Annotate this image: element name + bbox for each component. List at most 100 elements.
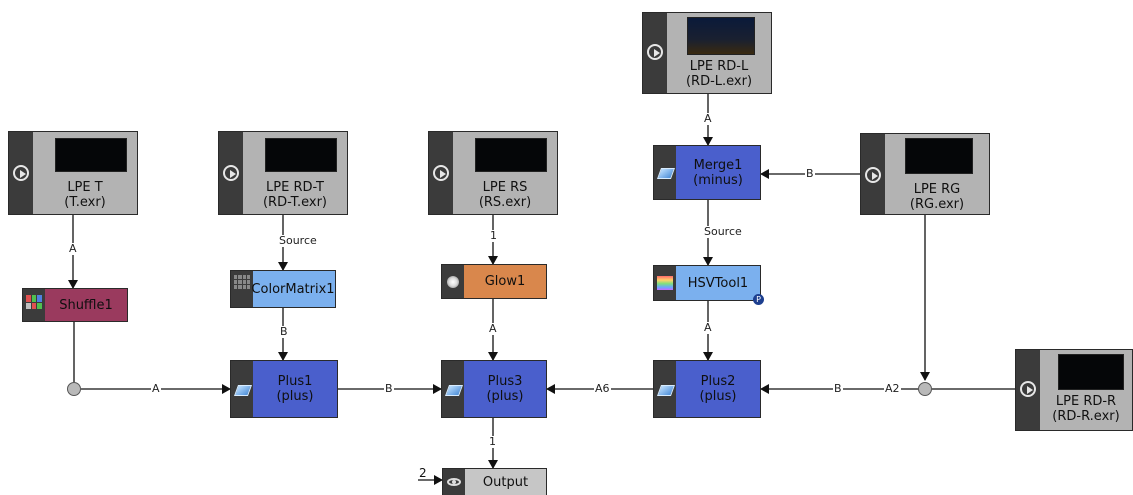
node-label: Shuffle1 xyxy=(59,297,113,313)
read-node-label: LPE RS (RS.exr) xyxy=(453,180,557,210)
output-index-label: 2 xyxy=(419,466,427,480)
edge-label-dot-plus1: A xyxy=(151,382,161,395)
plus3-node[interactable]: Plus3 (plus) xyxy=(441,360,547,418)
node-label: Plus3 (plus) xyxy=(464,361,546,417)
plus1-node[interactable]: Plus1 (plus) xyxy=(230,360,338,418)
edge-label-rg-merge: B xyxy=(805,167,815,180)
node-icon-strip xyxy=(231,361,253,417)
merge-icon xyxy=(233,385,253,396)
read-node-lpe-t[interactable]: LPE T (T.exr) xyxy=(8,131,138,215)
merge-node[interactable]: Merge1 (minus) xyxy=(653,145,761,200)
thumbnail-image xyxy=(905,138,973,174)
node-label: Plus1 (plus) xyxy=(253,361,337,417)
play-icon xyxy=(647,44,663,60)
node-file: (RD-L.exr) xyxy=(685,74,753,89)
thumbnail-image xyxy=(475,138,547,172)
node-label: ColorMatrix1 xyxy=(251,281,335,297)
dot-node-right[interactable] xyxy=(918,382,932,396)
node-file: (RD-R.exr) xyxy=(1052,409,1120,424)
thumbnail-image xyxy=(687,17,755,55)
node-file: (RG.exr) xyxy=(909,197,965,212)
node-icon-strip xyxy=(442,361,464,417)
node-label: Plus2 (plus) xyxy=(676,361,760,417)
hsvtool-node[interactable]: HSVTool1 P xyxy=(653,265,764,305)
node-title: LPE RD-T xyxy=(266,180,324,195)
node-op: (minus) xyxy=(693,172,743,188)
node-title: LPE RD-R xyxy=(1055,394,1117,409)
merge-icon xyxy=(656,385,676,396)
node-label: HSVTool1 xyxy=(687,275,749,291)
node-op: (plus) xyxy=(699,389,737,404)
node-title: LPE RD-L xyxy=(689,59,749,74)
edge-label-glow-plus3: A xyxy=(488,322,498,335)
node-title: Plus3 xyxy=(487,374,523,389)
node-label: Merge1 (minus) xyxy=(676,146,760,199)
read-node-label: LPE T (T.exr) xyxy=(33,180,137,210)
merge-icon xyxy=(444,385,464,396)
node-title: Plus1 xyxy=(277,374,313,389)
node-op: (plus) xyxy=(486,389,524,404)
play-icon xyxy=(223,165,239,181)
matrix-icon xyxy=(234,275,250,289)
read-node-label: LPE RG (RG.exr) xyxy=(885,182,989,212)
node-title: LPE RS xyxy=(482,180,528,195)
node-icon-strip xyxy=(231,271,253,307)
edge-label-t-shuffle: A xyxy=(68,242,78,255)
node-file: (RS.exr) xyxy=(478,195,532,210)
hsv-icon xyxy=(657,276,673,290)
node-icon-strip xyxy=(442,265,464,298)
node-title: Merge1 xyxy=(693,157,743,173)
edge-label-plus3-output: 1 xyxy=(488,435,497,448)
node-icon-strip xyxy=(654,266,676,300)
read-node-label: LPE RD-L (RD-L.exr) xyxy=(667,59,771,89)
read-node-lpe-rd-t[interactable]: LPE RD-T (RD-T.exr) xyxy=(218,131,348,215)
node-title: LPE RG xyxy=(913,182,961,197)
glow-icon xyxy=(447,276,459,288)
node-title: Plus2 xyxy=(700,374,736,389)
plus2-node[interactable]: Plus2 (plus) xyxy=(653,360,761,418)
read-node-lpe-rd-r[interactable]: LPE RD-R (RD-R.exr) xyxy=(1015,349,1133,431)
node-file: (T.exr) xyxy=(64,195,106,210)
read-node-lpe-rg[interactable]: LPE RG (RG.exr) xyxy=(860,133,990,215)
read-node-label: LPE RD-R (RD-R.exr) xyxy=(1040,394,1132,424)
thumbnail-image xyxy=(265,138,337,172)
node-label: Output xyxy=(482,474,529,490)
node-icon-strip xyxy=(654,361,676,417)
edge-label-rdt-colormatrix: Source xyxy=(278,234,318,247)
edge-label-plus1-plus3: B xyxy=(384,382,394,395)
read-node-label: LPE RD-T (RD-T.exr) xyxy=(243,180,347,210)
node-icon-strip xyxy=(443,469,465,495)
edge-label-cm-plus1: B xyxy=(279,325,289,338)
shuffle-node[interactable]: Shuffle1 xyxy=(22,288,128,322)
thumbnail-image xyxy=(1058,354,1124,390)
glow-node[interactable]: Glow1 xyxy=(441,264,547,299)
node-label: Glow1 xyxy=(484,274,526,289)
node-title: LPE T xyxy=(67,180,103,195)
read-node-lpe-rs[interactable]: LPE RS (RS.exr) xyxy=(428,131,558,215)
edge-label-rdr-dot: A2 xyxy=(884,382,901,395)
merge-icon xyxy=(656,168,676,179)
play-icon xyxy=(1020,381,1036,397)
play-icon xyxy=(865,167,881,183)
output-node[interactable]: Output xyxy=(442,468,547,495)
colormatrix-node[interactable]: ColorMatrix1 xyxy=(230,270,336,308)
edge-label-hsv-plus2: A xyxy=(703,321,713,334)
node-op: (plus) xyxy=(276,389,314,404)
thumbnail-image xyxy=(55,138,127,172)
shuffle-icon xyxy=(26,295,42,309)
edge-label-rdl-merge: A xyxy=(703,112,713,125)
node-icon-strip xyxy=(23,289,45,321)
read-node-lpe-rd-l[interactable]: LPE RD-L (RD-L.exr) xyxy=(642,12,772,94)
edge-label-merge-hsv: Source xyxy=(703,225,743,238)
p-badge-icon: P xyxy=(753,294,764,305)
play-icon xyxy=(13,165,29,181)
play-icon xyxy=(433,165,449,181)
dot-node-left[interactable] xyxy=(67,382,81,396)
edge-label-plus2-plus3: A6 xyxy=(594,382,611,395)
node-icon-strip xyxy=(654,146,676,199)
edge-label-rs-glow: 1 xyxy=(489,229,498,242)
eye-icon xyxy=(447,478,461,486)
edge-label-dot-plus2: B xyxy=(833,382,843,395)
node-file: (RD-T.exr) xyxy=(262,195,328,210)
